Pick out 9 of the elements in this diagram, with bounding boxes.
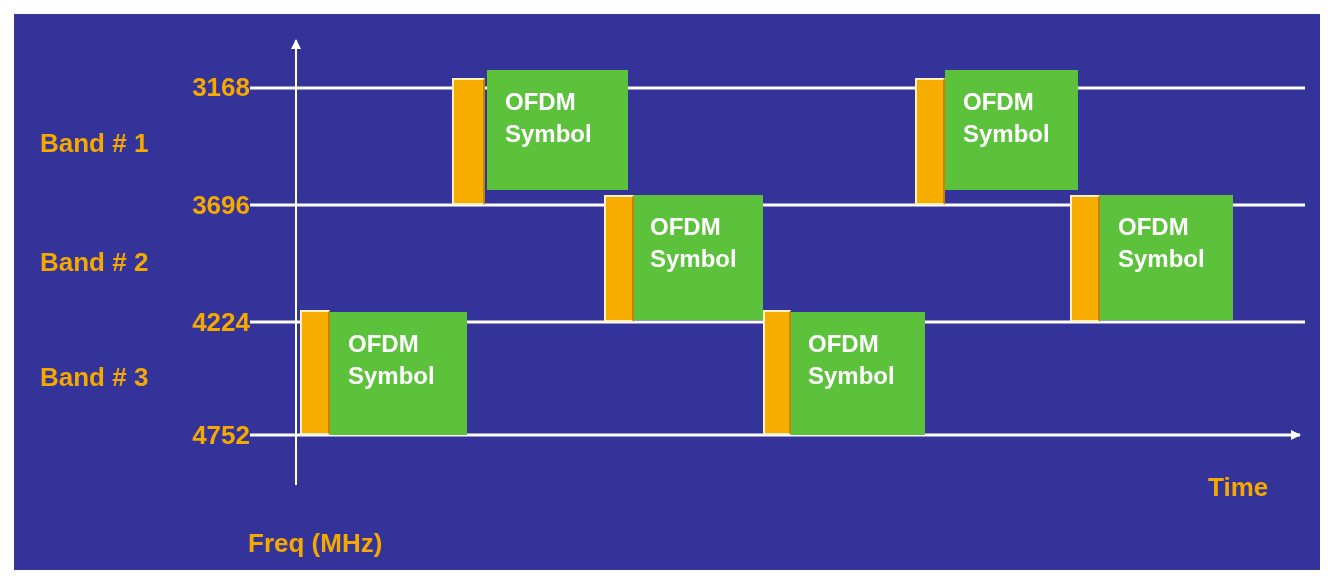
band-label: Band # 1 xyxy=(40,128,149,159)
frequency-tick-label: 4224 xyxy=(192,307,250,338)
band-label: Band # 2 xyxy=(40,247,149,278)
frequency-tick-label: 3168 xyxy=(192,72,250,103)
axis-title: Time xyxy=(1208,472,1269,503)
axis-title: Freq (MHz) xyxy=(248,528,383,559)
frequency-tick-label: 4752 xyxy=(192,420,250,451)
band-label: Band # 3 xyxy=(40,362,149,393)
frequency-tick-label: 3696 xyxy=(192,190,250,221)
